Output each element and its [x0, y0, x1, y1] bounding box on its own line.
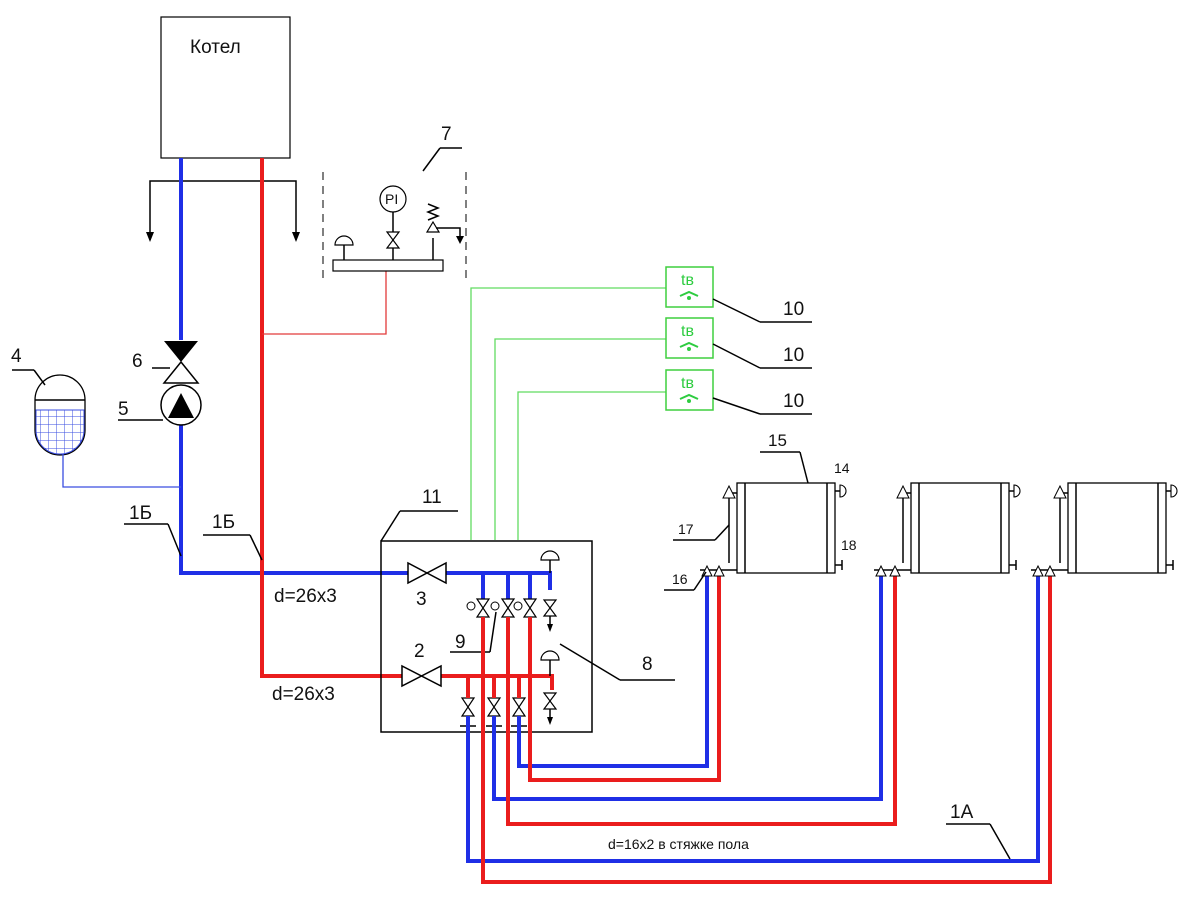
label-4: 4 — [11, 346, 22, 367]
safety-group: PI 7 — [322, 124, 467, 280]
supply-manifold-pipe — [441, 674, 554, 690]
circulation-pump-5: 5 — [118, 384, 202, 426]
label-14: 14 — [834, 460, 850, 476]
shutoff-valve-6: 6 — [132, 341, 200, 384]
pipe-size-bottom: d=26x3 — [272, 684, 335, 705]
label-9: 9 — [455, 632, 466, 653]
label-10-c: 10 — [783, 391, 804, 412]
label-16: 16 — [672, 571, 688, 587]
room-thermostat-1: tв 10 — [665, 266, 812, 323]
supply-main-pipe — [260, 158, 402, 678]
manifold-cabinet-11: 11 — [380, 487, 593, 733]
label-10-a: 10 — [783, 299, 804, 320]
label-17: 17 — [678, 521, 694, 537]
boiler: Котел — [160, 16, 291, 159]
ball-valve-3: 3 — [407, 561, 447, 610]
label-8: 8 — [642, 654, 653, 675]
boiler-label: Котел — [190, 37, 241, 58]
return-manifold-pipe — [446, 571, 552, 590]
svg-text:tв: tв — [681, 323, 694, 340]
label-1b-left: 1Б — [129, 503, 152, 524]
label-1a: 1А — [950, 802, 974, 823]
label-7: 7 — [441, 124, 452, 145]
pi-label: PI — [385, 191, 398, 207]
label-11: 11 — [422, 487, 442, 508]
floor-pipe-label: d=16x2 в стяжке пола — [608, 836, 749, 852]
label-18: 18 — [841, 537, 857, 553]
label-10-b: 10 — [783, 345, 804, 366]
supply-valves-bottom — [460, 697, 527, 727]
boiler-drain-arrows — [146, 180, 300, 242]
label-3: 3 — [416, 589, 427, 610]
actuator-valves-return — [466, 598, 538, 618]
svg-text:tв: tв — [681, 375, 694, 392]
label-5: 5 — [118, 399, 129, 420]
safety-group-branch — [262, 271, 387, 335]
room-thermostat-2: tв 10 — [665, 317, 812, 369]
label-6: 6 — [132, 351, 143, 372]
label-1b-right: 1Б — [212, 512, 235, 533]
room-thermostat-3: tв 10 — [665, 369, 812, 415]
radiator-2 — [874, 482, 1021, 577]
label-15: 15 — [768, 431, 787, 450]
expansion-tank-4: 4 — [11, 346, 181, 488]
pipe-size-top: d=26x3 — [274, 586, 337, 607]
thermostat-symbol: tв — [681, 272, 694, 289]
radiator-1 — [700, 482, 847, 577]
return-main-pipe-lower — [179, 420, 408, 575]
radiator-3 — [1031, 482, 1178, 577]
ball-valve-2: 2 — [401, 641, 442, 688]
label-2: 2 — [414, 641, 425, 662]
